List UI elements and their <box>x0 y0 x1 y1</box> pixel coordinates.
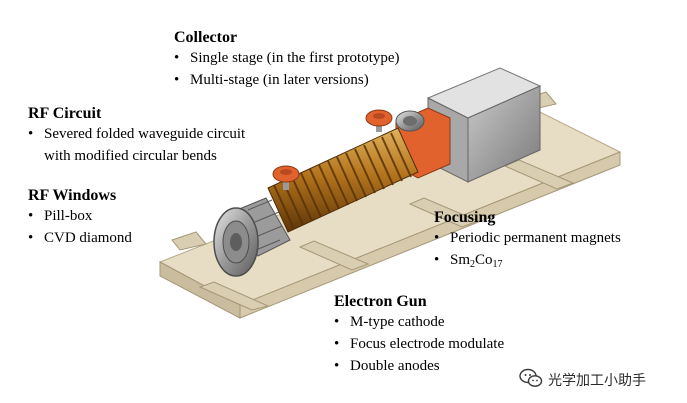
electron-gun-assembly <box>213 197 291 277</box>
rf-windows-heading: RF Windows <box>28 187 117 204</box>
rf-windows-callout: RF Windows •Pill-box •CVD diamond <box>28 186 132 249</box>
collector-heading: Collector <box>174 29 238 46</box>
focusing-heading: Focusing <box>434 209 496 226</box>
collector-item: •Multi-stage (in later versions) <box>174 72 369 88</box>
electron-gun-item: •Double anodes <box>334 358 440 374</box>
rf-circuit-heading: RF Circuit <box>28 105 102 122</box>
rf-circuit-item: with modified circular bends <box>44 148 217 164</box>
focusing-item: •Periodic permanent magnets <box>434 230 621 246</box>
rf-windows-item: •CVD diamond <box>28 230 132 246</box>
rf-windows-item: •Pill-box <box>28 208 93 224</box>
collector-item: •Single stage (in the first prototype) <box>174 50 400 66</box>
collector-callout: Collector •Single stage (in the first pr… <box>174 28 400 91</box>
focusing-callout: Focusing •Periodic permanent magnets •Sm… <box>434 208 621 271</box>
electron-gun-item: •M-type cathode <box>334 314 445 330</box>
rf-window-input <box>272 165 300 190</box>
rf-circuit-callout: RF Circuit •Severed folded waveguide cir… <box>28 104 245 167</box>
electron-gun-item: •Focus electrode modulate <box>334 336 505 352</box>
electron-gun-callout: Electron Gun •M-type cathode •Focus elec… <box>334 292 504 377</box>
wechat-icon <box>519 368 543 387</box>
rf-window-output <box>365 109 393 132</box>
rf-circuit-item: •Severed folded waveguide circuit <box>28 126 246 142</box>
watermark-text: 光学加工小助手 <box>548 373 646 389</box>
electron-gun-heading: Electron Gun <box>334 293 427 310</box>
focusing-material: •Sm2Co17 <box>434 252 503 270</box>
